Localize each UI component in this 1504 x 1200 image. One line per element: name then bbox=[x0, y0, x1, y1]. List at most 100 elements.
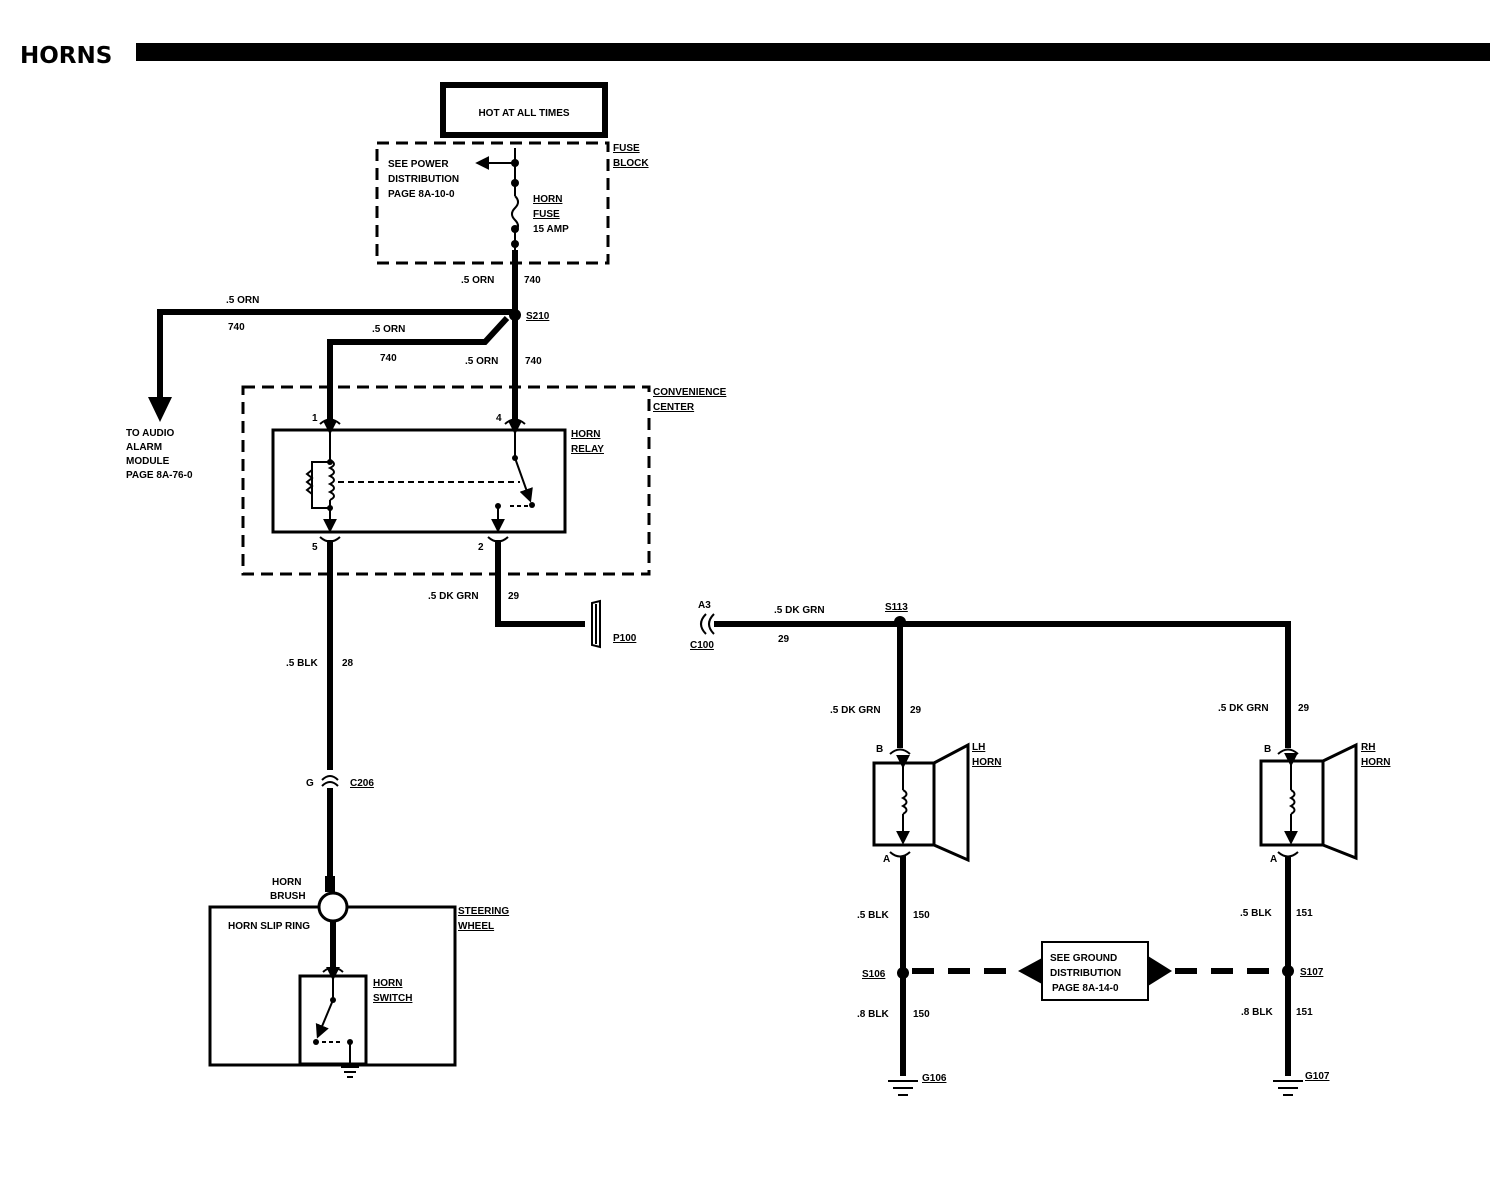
ground-ref-right-arrow-icon bbox=[1148, 956, 1172, 986]
lh-horn-speaker-icon bbox=[932, 742, 970, 863]
c206-label: C206 bbox=[350, 778, 374, 789]
splice-s210-label: S210 bbox=[526, 311, 550, 322]
ground-ref-left-arrow-icon bbox=[1018, 958, 1042, 984]
hot-at-all-times-box: HOT AT ALL TIMES bbox=[440, 82, 608, 138]
relay-coil-icon bbox=[327, 459, 335, 501]
wire-to-audio-alarm bbox=[157, 309, 515, 400]
wire-c100-out-circuit: 29 bbox=[778, 634, 790, 645]
steering-wheel: STEERING WHEEL HORN BRUSH HORN SLIP RING… bbox=[208, 877, 509, 1078]
pin4-connector-icon bbox=[504, 418, 526, 425]
wire-relay-out-circuit: 29 bbox=[508, 591, 520, 602]
rh-horn-speaker-icon bbox=[1321, 742, 1358, 861]
convenience-center bbox=[241, 385, 651, 576]
ground-distribution-ref: SEE GROUND DISTRIBUTION PAGE 8A-14-0 bbox=[1041, 941, 1149, 1001]
horn-switch-contact-icon bbox=[315, 999, 334, 1039]
relay-pin-2: 2 bbox=[478, 542, 484, 553]
wire-audio-circuit: 740 bbox=[228, 322, 245, 333]
horn-slip-ring-icon bbox=[317, 891, 349, 923]
wire-rh-gnd-a-circuit: 151 bbox=[1296, 908, 1313, 919]
steering-wheel-label: STEERING bbox=[458, 906, 509, 917]
lh-horn-label-2: HORN bbox=[972, 757, 1001, 768]
title-bar bbox=[136, 43, 1490, 61]
power-ref-line-2: DISTRIBUTION bbox=[388, 174, 459, 185]
horn-slip-ring-label: HORN SLIP RING bbox=[228, 921, 310, 932]
horn-relay-label-2: RELAY bbox=[571, 444, 604, 455]
audio-alarm-line-1: TO AUDIO bbox=[126, 428, 175, 439]
horn-relay: HORN RELAY 1 4 5 2 bbox=[271, 413, 604, 553]
connector-p100-c100: P100 C100 A3 bbox=[591, 599, 715, 651]
horn-fuse-label-2: FUSE bbox=[533, 209, 560, 220]
lh-horn-pin-b: B bbox=[876, 744, 883, 755]
relay-switch-contact-icon bbox=[514, 457, 533, 503]
ground-ref-line-3: PAGE 8A-14-0 bbox=[1052, 983, 1119, 994]
c100-label: C100 bbox=[690, 640, 714, 651]
wire-pin2-to-p100 bbox=[495, 540, 585, 627]
a3-label: A3 bbox=[698, 600, 711, 611]
splice-s106-label: S106 bbox=[862, 969, 886, 980]
lh-horn: B A LH HORN bbox=[872, 742, 1001, 865]
rh-horn-coil-icon bbox=[1288, 789, 1296, 815]
horn-brush-icon bbox=[325, 876, 335, 892]
wire-c100-out-gauge: .5 DK GRN bbox=[774, 605, 825, 616]
convenience-center-label: CONVENIENCE bbox=[653, 387, 727, 398]
audio-alarm-line-2: ALARM bbox=[126, 442, 162, 453]
c206-connector-icon bbox=[321, 781, 339, 787]
convenience-center-label-2: CENTER bbox=[653, 402, 695, 413]
power-ref-line-1: SEE POWER bbox=[388, 159, 449, 170]
wire-rh-gnd-a-gauge: .5 BLK bbox=[1240, 908, 1272, 919]
ground-ref-line-2: DISTRIBUTION bbox=[1050, 968, 1121, 979]
wire-relay-out-gauge: .5 DK GRN bbox=[428, 591, 479, 602]
wire-fuse-out-gauge: .5 ORN bbox=[461, 275, 494, 286]
horn-brush-label: HORN bbox=[272, 877, 301, 888]
pin1-connector-icon bbox=[319, 418, 341, 425]
rh-horn-label: RH bbox=[1361, 742, 1375, 753]
wire-pin4-gauge: .5 ORN bbox=[465, 356, 498, 367]
wire-switch-gauge: .5 BLK bbox=[286, 658, 318, 669]
horn-fuse-label: HORN bbox=[533, 194, 562, 205]
rh-horn-pin-b: B bbox=[1264, 744, 1271, 755]
p100-label: P100 bbox=[613, 633, 637, 644]
wire-fuse-out-circuit: 740 bbox=[524, 275, 541, 286]
ground-ref-line-1: SEE GROUND bbox=[1050, 953, 1117, 964]
ground-g106-icon bbox=[888, 1080, 918, 1096]
wire-s210-to-pin1 bbox=[327, 315, 510, 422]
ground-g107-icon bbox=[1273, 1080, 1303, 1096]
wire-audio-gauge: .5 ORN bbox=[226, 295, 259, 306]
horn-relay-label: HORN bbox=[571, 429, 600, 440]
ground-g107-label: G107 bbox=[1305, 1071, 1330, 1082]
wire-pin4-circuit: 740 bbox=[525, 356, 542, 367]
wire-lh-feed-circuit: 29 bbox=[910, 705, 922, 716]
lh-horn-pin-a: A bbox=[883, 854, 890, 865]
fuse-element-icon bbox=[511, 195, 519, 233]
rh-horn-pin-a: A bbox=[1270, 854, 1277, 865]
wire-lh-feed-gauge: .5 DK GRN bbox=[830, 705, 881, 716]
wire-pin1-gauge: .5 ORN bbox=[372, 324, 405, 335]
wire-rh-feed-gauge: .5 DK GRN bbox=[1218, 703, 1269, 714]
horn-brush-label-2: BRUSH bbox=[270, 891, 306, 902]
relay-pin-4: 4 bbox=[496, 413, 502, 424]
wire-lh-gnd-a-gauge: .5 BLK bbox=[857, 910, 889, 921]
wire-lh-gnd-b-circuit: 150 bbox=[913, 1009, 930, 1020]
horn-switch-label-2: SWITCH bbox=[373, 993, 412, 1004]
steering-wheel-label-2: WHEEL bbox=[458, 921, 494, 932]
relay-resistor-icon bbox=[305, 469, 314, 495]
splice-s106 bbox=[897, 967, 909, 979]
c206-pin-g: G bbox=[306, 778, 314, 789]
splice-s107-label: S107 bbox=[1300, 967, 1324, 978]
relay-pin-1: 1 bbox=[312, 413, 318, 424]
steering-ground-icon bbox=[341, 1066, 359, 1078]
power-ref-line-3: PAGE 8A-10-0 bbox=[388, 189, 455, 200]
fuse-block-label-2: BLOCK bbox=[613, 158, 649, 169]
hot-label: HOT AT ALL TIMES bbox=[478, 108, 569, 119]
wire-rh-gnd-b-gauge: .8 BLK bbox=[1241, 1007, 1273, 1018]
fuse-block: FUSE BLOCK SEE POWER DISTRIBUTION PAGE 8… bbox=[375, 141, 649, 265]
lh-horn-label: LH bbox=[972, 742, 985, 753]
wire-lh-gnd-b-gauge: .8 BLK bbox=[857, 1009, 889, 1020]
audio-arrow-icon bbox=[148, 397, 172, 422]
fuse-block-label: FUSE bbox=[613, 143, 640, 154]
lh-horn-coil-icon bbox=[900, 789, 908, 815]
horn-fuse-rating: 15 AMP bbox=[533, 224, 569, 235]
rh-horn-label-2: HORN bbox=[1361, 757, 1390, 768]
wire-pin1-circuit: 740 bbox=[380, 353, 397, 364]
